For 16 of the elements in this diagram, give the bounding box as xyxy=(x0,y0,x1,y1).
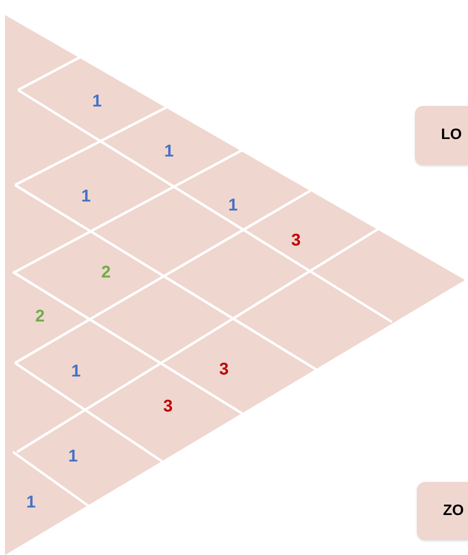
cell-number: 3 xyxy=(219,360,229,378)
cell-number: 1 xyxy=(26,494,36,510)
cell-number: 1 xyxy=(228,196,238,214)
cell-number: 1 xyxy=(164,142,174,160)
label-box xyxy=(415,106,468,165)
cell-number: 3 xyxy=(163,398,173,414)
cell-number: 1 xyxy=(81,188,91,204)
cell-number: 1 xyxy=(92,92,102,110)
box-label: LO xyxy=(441,125,462,146)
cell-number: 3 xyxy=(291,232,301,248)
cell-number: 2 xyxy=(101,264,111,280)
label-box xyxy=(417,482,468,540)
cell-number: 1 xyxy=(68,448,78,464)
cell-number: 1 xyxy=(71,362,81,380)
cell-number: 2 xyxy=(35,308,45,324)
box-label: ZO xyxy=(443,500,464,521)
